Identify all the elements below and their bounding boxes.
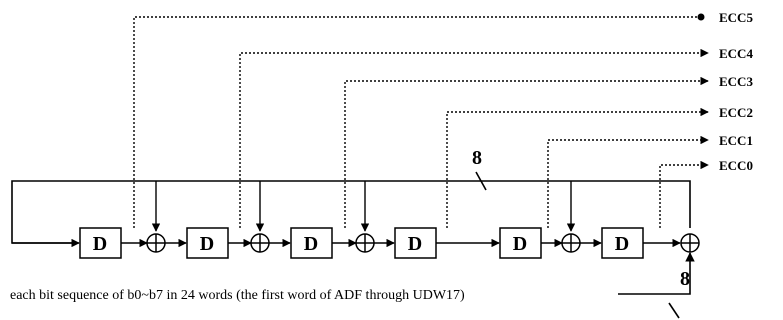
xor-gate-5: [680, 233, 700, 253]
ecc2-tap-line: [446, 107, 709, 228]
ecc4-label: ECC4: [719, 46, 753, 61]
ecc0-label: ECC0: [719, 158, 753, 173]
ecc2-label: ECC2: [719, 105, 753, 120]
input-line: [618, 252, 695, 295]
ecc3-tap-line: [344, 76, 709, 228]
register-d6-label: D: [615, 233, 629, 255]
ecc1-label: ECC1: [719, 133, 753, 148]
register-d5-label: D: [513, 233, 527, 255]
bus-slash-bottom: [668, 302, 680, 319]
register-d4-label: D: [408, 233, 422, 255]
bus-slash-top: [475, 171, 487, 191]
xor-gate-3: [355, 233, 375, 253]
register-d2: [186, 227, 229, 259]
bus-width-bottom-label: 8: [680, 268, 690, 290]
ecc3-label: ECC3: [719, 74, 753, 89]
ecc5-label: ECC5: [719, 10, 753, 25]
xor-gate-4: [561, 233, 581, 253]
ecc1-tap-line: [547, 135, 709, 228]
bus-width-top-label: 8: [472, 147, 482, 169]
register-d3: [290, 227, 333, 259]
input-caption: each bit sequence of b0~b7 in 24 words (…: [10, 288, 465, 303]
xor-gate-2: [250, 233, 270, 253]
register-d6: [601, 227, 644, 259]
register-d5: [499, 227, 542, 259]
ecc5-endpoint-dot: [697, 13, 705, 21]
ecc5-tap-line: [133, 16, 700, 228]
register-d2-label: D: [200, 233, 214, 255]
register-d1-label: D: [93, 233, 107, 255]
register-d3-label: D: [304, 233, 318, 255]
register-d1: [79, 227, 122, 259]
ecc0-tap-line: [659, 160, 709, 228]
register-d4: [394, 227, 437, 259]
xor-gate-1: [146, 233, 166, 253]
